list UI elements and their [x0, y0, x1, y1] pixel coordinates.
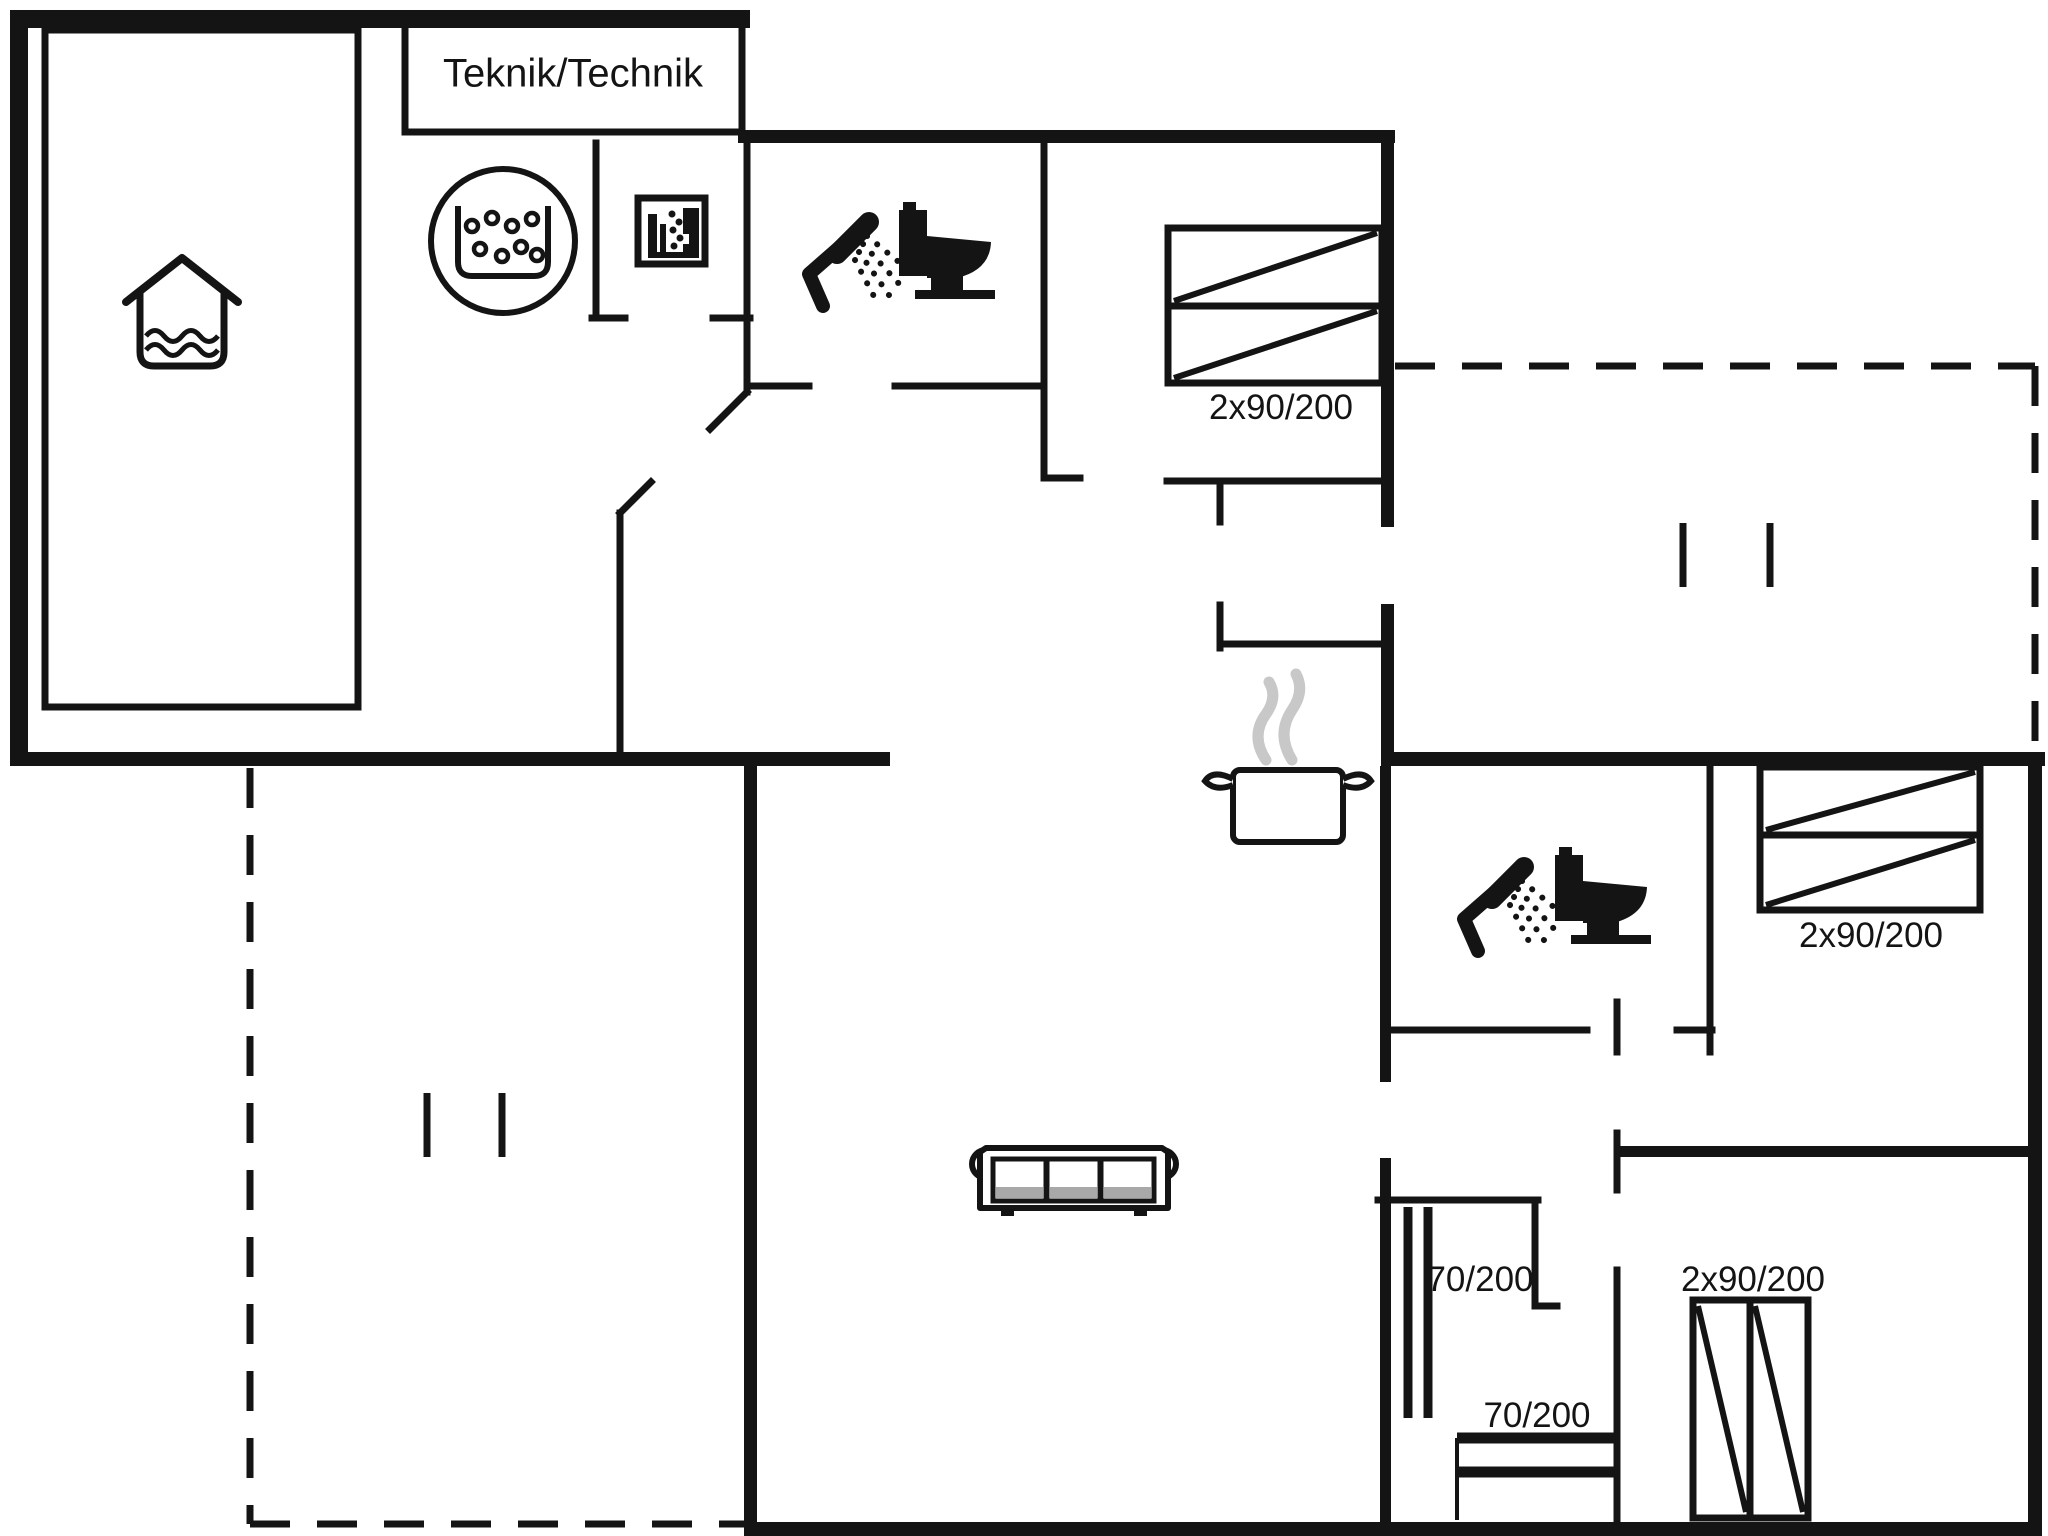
- sauna-icon: [634, 194, 709, 268]
- bed-label-bottom-double: 2x90/200: [1680, 1260, 1826, 1299]
- wall-se-bedroom-north: [1620, 1146, 2028, 1157]
- wall-south: [744, 1522, 2042, 1536]
- shower-icon-bath1: [802, 212, 914, 313]
- terrace-opening-marks: [423, 523, 1774, 1157]
- wall-living-west: [744, 752, 757, 1536]
- wall-east: [2028, 752, 2042, 1536]
- wall-living-east-lower: [1380, 1158, 1391, 1524]
- wall-west: [10, 10, 28, 766]
- shower-icon-bath2: [1457, 857, 1569, 958]
- bed-double-right: [1756, 763, 1984, 914]
- entry-door-leaf: [615, 477, 656, 518]
- covered-pool-icon: [122, 254, 242, 370]
- beds: [1164, 224, 1984, 1522]
- sofa-icon: [969, 1145, 1179, 1216]
- cooking-pot-icon: [1201, 668, 1375, 845]
- bed-label-top-double: 2x90/200: [1208, 388, 1354, 427]
- kitchen-partition: [1216, 601, 1392, 652]
- toilet-icon-bath1: [899, 202, 995, 299]
- outer-walls: [10, 10, 2045, 1536]
- bath2-walls: [1386, 762, 1716, 1056]
- bed-label-right-double: 2x90/200: [1798, 916, 1944, 955]
- bath1-door-leaf: [705, 387, 752, 434]
- wall-block-east-lower: [1381, 604, 1394, 766]
- bed-single-left: [1403, 1207, 1433, 1418]
- bed-double-bottom: [1689, 1296, 1812, 1522]
- technik-room-walls: [401, 10, 746, 136]
- bed-double-top: [1164, 224, 1386, 387]
- wall-poolhouse-south: [10, 752, 890, 766]
- terrace-dashed-boundaries: [246, 362, 2039, 1528]
- bed-single-bottom: [1455, 1432, 1620, 1520]
- bunkroom-walls: [1374, 1196, 1561, 1310]
- bed-label-single-left: 70/200: [1426, 1260, 1534, 1299]
- inner-walls: [41, 10, 1716, 1526]
- bed-label-single-bottom: 70/200: [1483, 1396, 1591, 1435]
- toilet-icon-bath2: [1555, 847, 1651, 944]
- wall-top-east: [738, 130, 1395, 143]
- pool-basin: [41, 26, 362, 711]
- wall-bath2-west: [1380, 766, 1391, 1082]
- corridor-wall: [1040, 474, 1389, 526]
- wall-middle: [1381, 752, 2045, 766]
- technik-room-label: Teknik/Technik: [442, 51, 704, 96]
- whirlpool-icon: [428, 166, 578, 316]
